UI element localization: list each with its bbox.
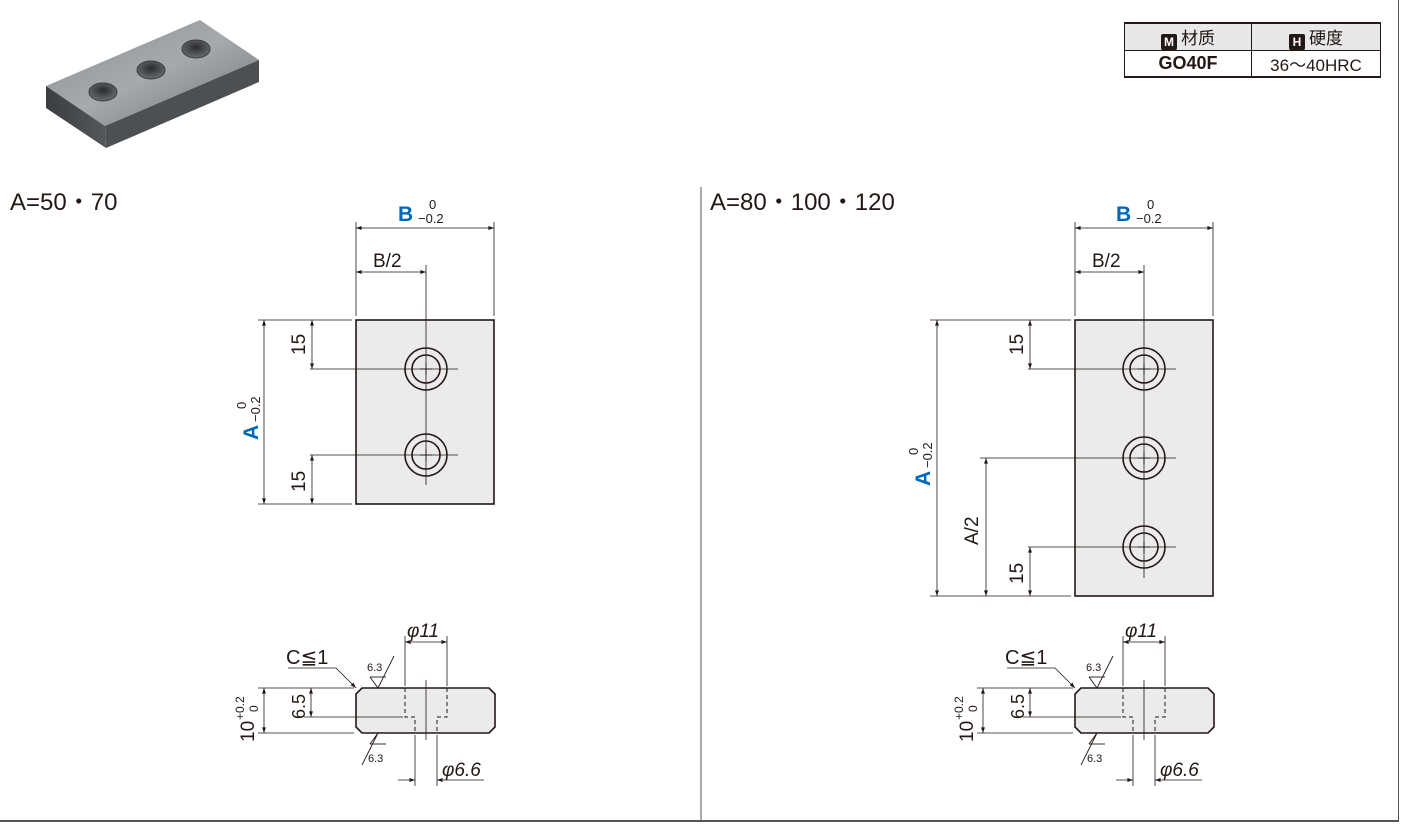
right-dim-b-half: B/2 bbox=[1092, 251, 1121, 272]
spec-table-row: GO40F 36〜40HRC bbox=[1124, 50, 1381, 78]
hardness-value: 36〜40HRC bbox=[1251, 50, 1381, 78]
left-section-outline bbox=[355, 687, 496, 734]
right-section-outline bbox=[1074, 687, 1215, 734]
right-thickness-tol-lower: 0 bbox=[966, 705, 980, 712]
right-section-labels: C≦1 φ11 φ6.6 6.3 6.3 6.5 10 +0.2 0 bbox=[952, 621, 1199, 781]
hardness-header: 硬度 bbox=[1309, 29, 1343, 48]
left-section-labels: C≦1 φ11 φ6.6 6.3 6.3 6.5 10 +0.2 0 bbox=[233, 621, 481, 781]
right-dim-a-half: A/2 bbox=[962, 516, 983, 545]
right-section-view bbox=[977, 636, 1215, 786]
left-section-view bbox=[258, 636, 496, 786]
left-thickness: 10 bbox=[238, 721, 259, 742]
left-hole-dia: φ6.6 bbox=[442, 760, 481, 781]
left-dim-a-tol-lower: −0.2 bbox=[248, 396, 263, 422]
left-roughness-bottom: 6.3 bbox=[368, 753, 383, 765]
left-dim-b-tol-lower: −0.2 bbox=[418, 211, 444, 226]
left-dim-a-label: A bbox=[240, 425, 263, 440]
left-thickness-tol-lower: 0 bbox=[247, 705, 261, 712]
left-view-labels: B 0 −0.2 B/2 A 0 −0.2 15 15 bbox=[234, 197, 444, 492]
material-badge-icon: M bbox=[1161, 34, 1177, 50]
left-counterbore-depth: 6.5 bbox=[289, 694, 309, 719]
left-chamfer-note: C≦1 bbox=[286, 647, 328, 669]
right-dim-a-tol-upper: 0 bbox=[906, 448, 921, 455]
right-dim-edge-top: 15 bbox=[1007, 334, 1028, 355]
left-view: A=50・70 bbox=[10, 189, 495, 505]
right-dim-edge-bottom: 15 bbox=[1007, 563, 1028, 584]
left-dim-edge-bottom: 15 bbox=[289, 471, 310, 492]
left-plate-outline bbox=[355, 319, 495, 505]
right-chamfer-note: C≦1 bbox=[1005, 647, 1047, 669]
right-dim-b-label: B bbox=[1116, 203, 1131, 226]
material-header: 材质 bbox=[1181, 29, 1215, 48]
right-counterbore-dia: φ11 bbox=[1125, 621, 1157, 642]
left-view-title: A=50・70 bbox=[10, 189, 117, 216]
left-thickness-tol-upper: +0.2 bbox=[233, 696, 247, 720]
material-value: GO40F bbox=[1124, 50, 1252, 78]
left-dim-b-half: B/2 bbox=[373, 251, 402, 272]
right-view-title: A=80・100・120 bbox=[710, 189, 895, 216]
left-dim-a-tol-upper: 0 bbox=[234, 402, 249, 409]
right-thickness-tol-upper: +0.2 bbox=[952, 696, 966, 720]
left-counterbore-dia: φ11 bbox=[407, 621, 439, 642]
left-roughness-top: 6.3 bbox=[367, 662, 382, 674]
right-roughness-bottom: 6.3 bbox=[1087, 753, 1102, 765]
hardness-badge-icon: H bbox=[1289, 34, 1305, 50]
right-hole-dia: φ6.6 bbox=[1160, 760, 1199, 781]
right-dim-b-tol-lower: −0.2 bbox=[1136, 211, 1162, 226]
right-view: A=80・100・120 bbox=[710, 189, 1214, 597]
right-dim-a-label: A bbox=[912, 471, 935, 486]
left-dim-edge-top: 15 bbox=[289, 334, 310, 355]
right-view-labels: B 0 −0.2 B/2 A 0 −0.2 A/2 15 15 bbox=[906, 197, 1162, 584]
right-thickness: 10 bbox=[957, 721, 978, 742]
product-image bbox=[46, 20, 259, 148]
right-dim-b-tol-upper: 0 bbox=[1147, 197, 1154, 212]
left-dim-b-tol-upper: 0 bbox=[429, 197, 436, 212]
right-roughness-top: 6.3 bbox=[1086, 662, 1101, 674]
right-dim-a-tol-lower: −0.2 bbox=[920, 442, 935, 468]
left-dim-b-label: B bbox=[398, 203, 413, 226]
right-counterbore-depth: 6.5 bbox=[1008, 694, 1028, 719]
